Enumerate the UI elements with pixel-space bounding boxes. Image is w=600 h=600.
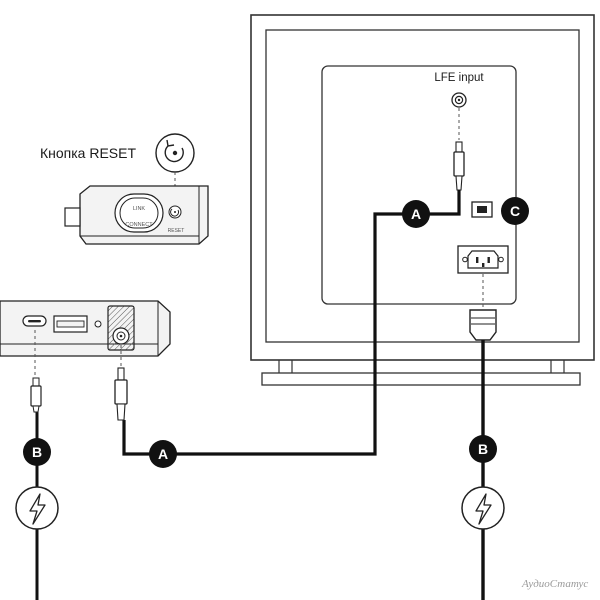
lfe-input-label: LFE input [434, 72, 484, 84]
link-label: LINK [133, 206, 146, 212]
lfe-jack [451, 92, 467, 108]
subwoofer: LFE input [250, 14, 595, 386]
reset-icon [155, 133, 195, 173]
power-plug [469, 309, 497, 341]
watermark: АудиоСтатус [522, 578, 589, 590]
connect-label: CONNECT [125, 222, 153, 228]
hub-device-top: LINK CONNECT RESET [64, 185, 209, 245]
reset-small-icon [168, 205, 182, 219]
usb-c-plug [30, 377, 42, 413]
badge-a-top: A [402, 200, 430, 228]
subwoofer-feet [278, 360, 565, 373]
svg-text:A: A [411, 206, 421, 222]
power-inlet [457, 245, 509, 274]
subwoofer-base [261, 372, 581, 386]
rca-plug-source [114, 367, 128, 421]
badge-a-bottom: A [149, 440, 177, 468]
reset-button-label: Кнопка RESET [40, 145, 136, 161]
cable-a [122, 190, 461, 456]
badge-c: C [501, 197, 529, 225]
reset-callout: Кнопка RESET LINK CONNECT [40, 133, 209, 245]
svg-text:B: B [32, 444, 42, 460]
badge-b-right: B [469, 435, 497, 463]
status-led [94, 320, 102, 328]
rca-plug-subwoofer [453, 141, 465, 191]
svg-text:A: A [158, 446, 168, 462]
subwoofer-rear-panel [321, 65, 517, 305]
power-bolt-icon [15, 486, 59, 530]
svg-text:C: C [510, 203, 520, 219]
badge-b-left: B [23, 438, 51, 466]
power-bolt-icon [461, 486, 505, 530]
svg-text:B: B [478, 441, 488, 457]
reset-small-label: RESET [168, 228, 185, 234]
power-switch-icon [471, 201, 493, 218]
source-device [0, 300, 171, 421]
